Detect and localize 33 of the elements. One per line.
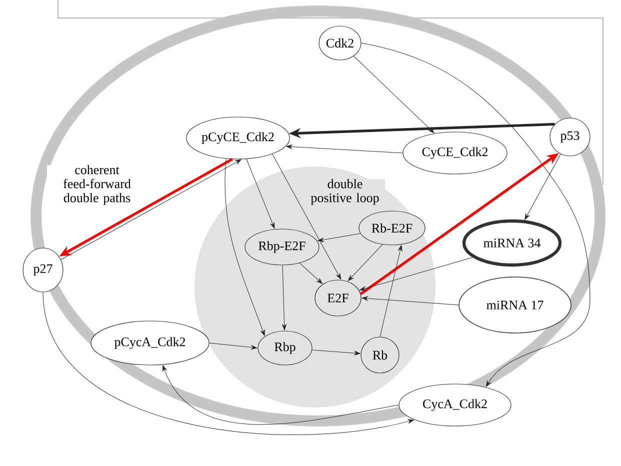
ellipse-node: p53 [550,118,590,156]
ellipse-node: Cdk2 [318,26,362,60]
arrow [224,158,265,336]
arrow [162,365,399,425]
ellipse-node: p27 [22,248,64,292]
arrow [299,262,322,284]
arrow [272,154,342,280]
arrow [360,257,473,291]
arrow [348,244,383,282]
ellipse-node: pCycA_Cdk2 [90,320,210,366]
ellipse-node: CyCE_Cdk2 [402,132,508,174]
arrow [209,342,258,350]
ellipse-node: Rb [360,336,400,374]
ellipse-node: E2F [314,280,362,316]
arrow [524,154,561,220]
arrow [282,265,286,330]
arrow [318,233,361,242]
ellipse-node: Rbp-E2F [244,228,320,266]
arrow [380,245,402,337]
arrow [354,56,434,134]
arrow [362,296,459,306]
arrow [42,292,414,436]
arrow [312,350,360,356]
arrow [286,144,403,154]
annotation-text: coherent feed-forward double paths [47,165,147,205]
ellipse-node: Rb-E2F [358,210,426,246]
arrow [246,158,275,229]
ellipse-node: Rbp [258,330,312,366]
ellipse-node: miRNA 17 [458,276,572,334]
ellipse-node: pCyCE_Cdk2 [186,116,290,160]
ellipse-node: CycA_Cdk2 [398,384,512,426]
ellipse-node: miRNA 34 [462,219,562,267]
arrow [361,42,590,387]
